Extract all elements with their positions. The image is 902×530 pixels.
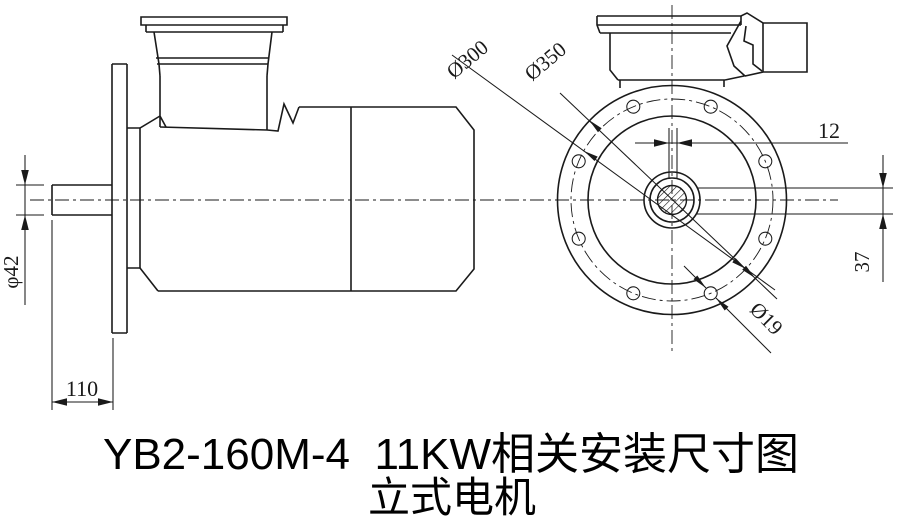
dim-bolt-hole: Ø19 bbox=[683, 265, 788, 354]
dim-keyway-height: 37 bbox=[696, 155, 893, 282]
dim-flange-od: Ø350 bbox=[520, 37, 778, 300]
dim-label-flange-od: Ø350 bbox=[520, 37, 571, 85]
drawing-subtitle: 立式电机 bbox=[368, 474, 536, 521]
flange-circles bbox=[556, 84, 788, 316]
front-view bbox=[556, 12, 808, 316]
dimensions: φ42 110 Ø350 Ø300 Ø19 bbox=[0, 35, 893, 410]
dim-label-keyway-height: 37 bbox=[850, 252, 874, 273]
dim-bolt-circle: Ø300 bbox=[442, 35, 776, 291]
title-block: YB2-160M-4 11KW相关安装尺寸图 立式电机 bbox=[103, 430, 799, 521]
dim-shaft-diameter: φ42 bbox=[0, 155, 44, 305]
bolt-circle bbox=[570, 98, 774, 302]
drawing-title: YB2-160M-4 11KW相关安装尺寸图 bbox=[103, 430, 799, 479]
dim-label-shaft-diameter: φ42 bbox=[0, 255, 23, 288]
dim-label-shaft-extension: 110 bbox=[66, 376, 98, 401]
terminal-box-side bbox=[140, 16, 288, 77]
side-view bbox=[51, 16, 475, 334]
shaft-outline bbox=[51, 184, 112, 216]
terminal-box-front bbox=[596, 12, 808, 88]
motor-body bbox=[158, 76, 475, 292]
dim-label-bolt-circle: Ø300 bbox=[442, 35, 493, 83]
dim-label-keyway-width: 12 bbox=[818, 118, 840, 143]
dim-keyway-width: 12 bbox=[635, 118, 848, 178]
bolt-holes bbox=[571, 99, 773, 301]
centerlines bbox=[30, 5, 838, 352]
dim-shaft-extension: 110 bbox=[51, 220, 114, 410]
flange-plate bbox=[111, 63, 161, 334]
